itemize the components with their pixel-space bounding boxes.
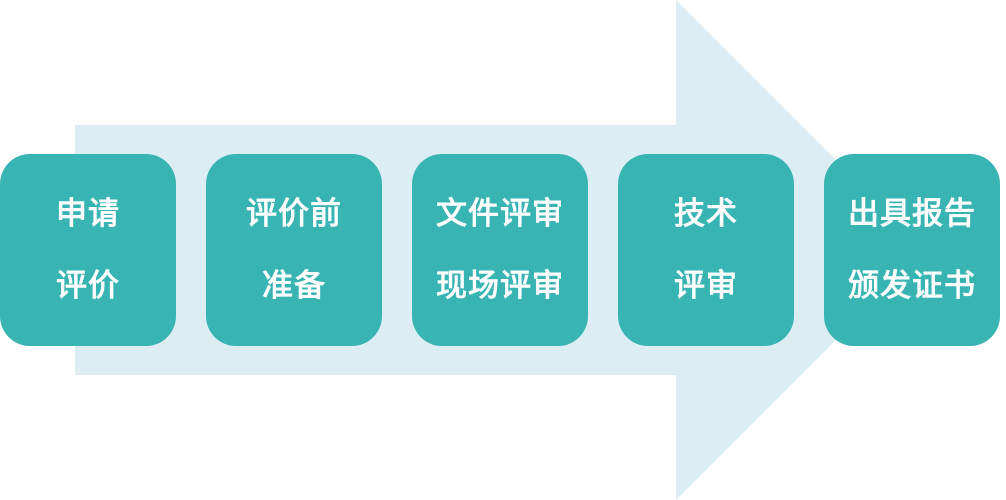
step-2-line-2: 准备 <box>262 268 326 304</box>
step-5-line-2: 颁发证书 <box>848 268 976 304</box>
step-box-apply-evaluation: 申请 评价 <box>0 154 176 346</box>
step-box-pre-evaluation-preparation: 评价前 准备 <box>206 154 382 346</box>
step-2-line-1: 评价前 <box>246 196 342 232</box>
step-4-line-1: 技术 <box>674 196 738 232</box>
step-box-document-onsite-review: 文件评审 现场评审 <box>412 154 588 346</box>
step-1-line-2: 评价 <box>56 268 120 304</box>
step-box-report-certificate: 出具报告 颁发证书 <box>824 154 1000 346</box>
step-5-line-1: 出具报告 <box>848 196 976 232</box>
step-1-line-1: 申请 <box>56 196 120 232</box>
step-3-line-2: 现场评审 <box>436 268 564 304</box>
step-box-technical-review: 技术 评审 <box>618 154 794 346</box>
step-3-line-1: 文件评审 <box>436 196 564 232</box>
step-4-line-2: 评审 <box>674 268 738 304</box>
